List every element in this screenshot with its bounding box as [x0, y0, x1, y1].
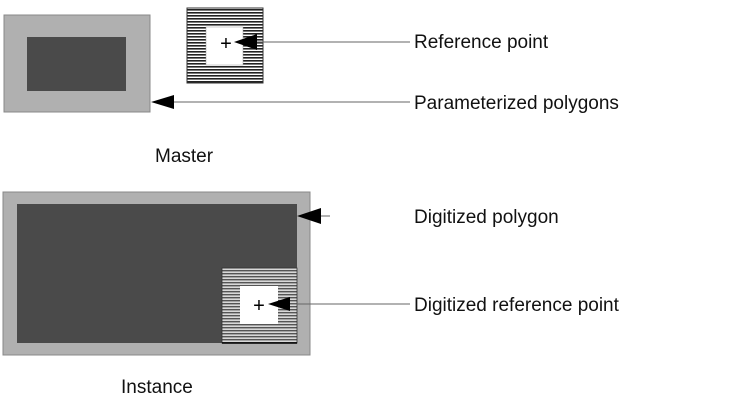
- reference-point-arrowhead: [234, 34, 257, 50]
- instance-caption: Instance: [121, 377, 193, 398]
- master-inner-polygon: [27, 37, 126, 91]
- label-digitized-reference-point: Digitized reference point: [414, 295, 620, 316]
- digitized-reference-arrowhead: [268, 297, 290, 311]
- instance-group: + Instance: [2, 191, 410, 398]
- label-reference-point: Reference point: [414, 32, 549, 53]
- label-digitized-polygon: Digitized polygon: [414, 207, 559, 228]
- master-group: + Master: [3, 7, 410, 167]
- digitized-polygon-arrowhead: [297, 208, 321, 224]
- reference-point-marker: +: [220, 33, 232, 55]
- parameterized-polygons-arrowhead: [151, 95, 174, 109]
- digitized-reference-marker: +: [253, 295, 265, 317]
- label-parameterized-polygons: Parameterized polygons: [414, 93, 619, 114]
- master-caption: Master: [155, 146, 214, 167]
- reference-point-window: [205, 26, 244, 66]
